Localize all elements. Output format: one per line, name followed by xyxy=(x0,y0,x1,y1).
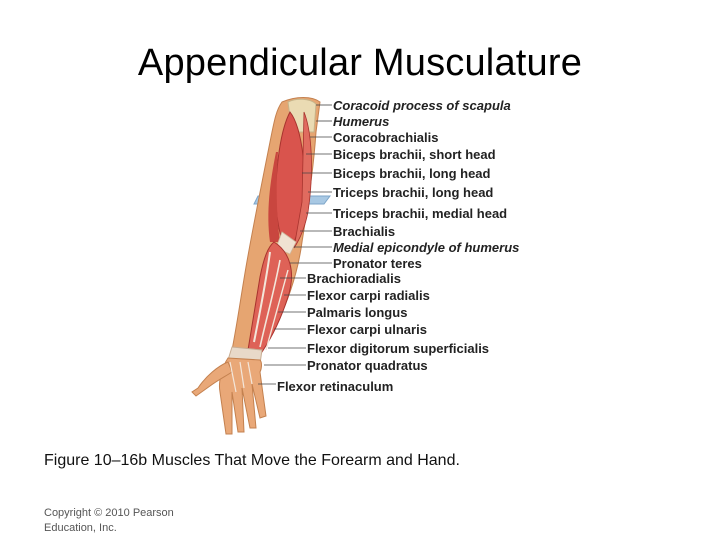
leader-lines xyxy=(258,104,332,385)
label-flexor-retinaculum: Flexor retinaculum xyxy=(277,379,394,394)
label-flexor-carpi-radialis: Flexor carpi radialis xyxy=(307,288,430,303)
label-medial-epicondyle: Medial epicondyle of humerus xyxy=(333,240,520,255)
arm-illustration xyxy=(191,97,332,435)
label-triceps-long-head: Triceps brachii, long head xyxy=(333,185,494,200)
hand-tendons xyxy=(229,361,253,393)
arm-muscle-illustration: Coracoid process of scapula Humerus Cora… xyxy=(170,92,550,442)
label-pronator-quadratus: Pronator quadratus xyxy=(307,358,428,373)
forearm-tendon-1 xyxy=(253,251,271,343)
slide-title: Appendicular Musculature xyxy=(137,42,583,84)
label-flexor-digitorum-superficialis: Flexor digitorum superficialis xyxy=(307,341,490,356)
label-brachialis: Brachialis xyxy=(333,224,396,239)
label-brachioradialis: Brachioradialis xyxy=(307,271,401,286)
label-coracobrachialis: Coracobrachialis xyxy=(333,130,439,145)
coracobrachialis-muscle xyxy=(293,111,312,249)
figure-caption: Figure 10–16b Muscles That Move the Fore… xyxy=(44,452,460,469)
label-palmaris-longus: Palmaris longus xyxy=(307,305,408,320)
copyright-notice: Copyright © 2010 Pearson Education, Inc. xyxy=(44,507,174,534)
thumb xyxy=(191,361,233,397)
label-pronator-teres: Pronator teres xyxy=(333,256,422,271)
label-biceps-long-head: Biceps brachii, long head xyxy=(333,166,491,181)
forearm-tendon-2 xyxy=(259,259,281,348)
triceps-muscle xyxy=(268,152,280,242)
label-humerus: Humerus xyxy=(333,114,390,129)
label-biceps-short-head: Biceps brachii, short head xyxy=(333,147,496,162)
forearm-tendon-3 xyxy=(265,269,289,351)
label-coracoid-process: Coracoid process of scapula xyxy=(333,98,511,113)
label-triceps-medial-head: Triceps brachii, medial head xyxy=(333,206,508,221)
label-flexor-carpi-ulnaris: Flexor carpi ulnaris xyxy=(307,322,427,337)
